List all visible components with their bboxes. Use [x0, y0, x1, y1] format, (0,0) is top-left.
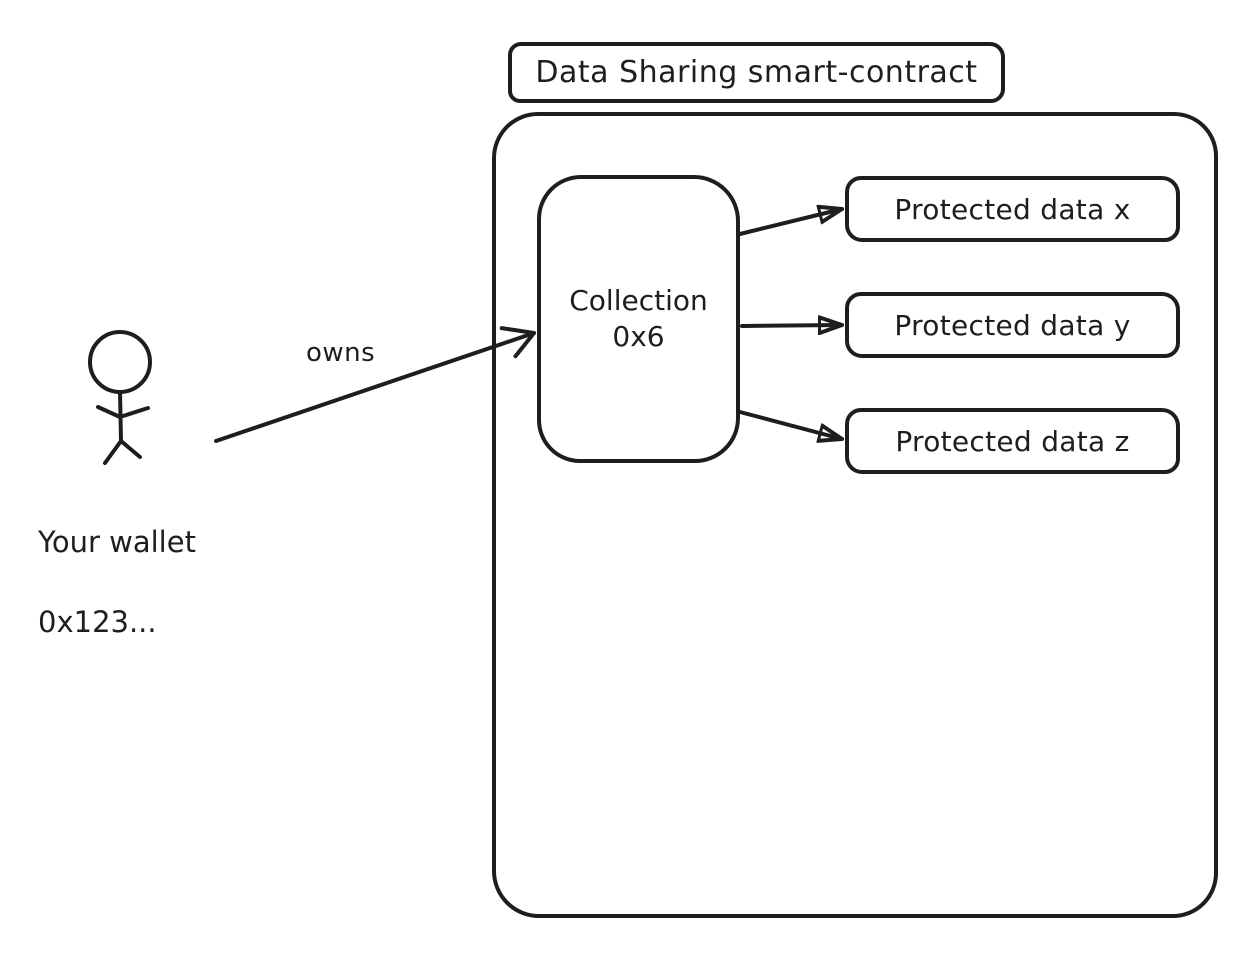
smart-contract-title: Data Sharing smart-contract — [535, 55, 978, 90]
owns-edge-label: owns — [306, 338, 376, 368]
wallet-address: 0x123... — [38, 605, 157, 640]
protected-data-x-label: Protected data x — [894, 192, 1131, 226]
collection-name: Collection — [569, 283, 708, 317]
protected-data-x-node: Protected data x — [845, 176, 1180, 242]
protected-data-z-label: Protected data z — [895, 424, 1130, 458]
collection-id: 0x6 — [612, 320, 665, 353]
actor-left-leg — [103, 439, 123, 465]
actor-stick-figure-icon — [88, 330, 152, 465]
smart-contract-container — [492, 112, 1218, 918]
protected-data-z-node: Protected data z — [845, 408, 1180, 474]
actor-arms — [96, 405, 150, 419]
actor-right-leg — [119, 439, 142, 459]
actor-head — [88, 330, 152, 394]
smart-contract-title-box: Data Sharing smart-contract — [508, 42, 1005, 103]
collection-node: Collection 0x6 — [537, 175, 740, 463]
actor-body — [118, 390, 123, 443]
wallet-name: Your wallet — [38, 525, 196, 560]
protected-data-y-label: Protected data y — [894, 308, 1131, 342]
wallet-label: Your wallet 0x123... — [38, 482, 196, 682]
protected-data-y-node: Protected data y — [845, 292, 1180, 358]
